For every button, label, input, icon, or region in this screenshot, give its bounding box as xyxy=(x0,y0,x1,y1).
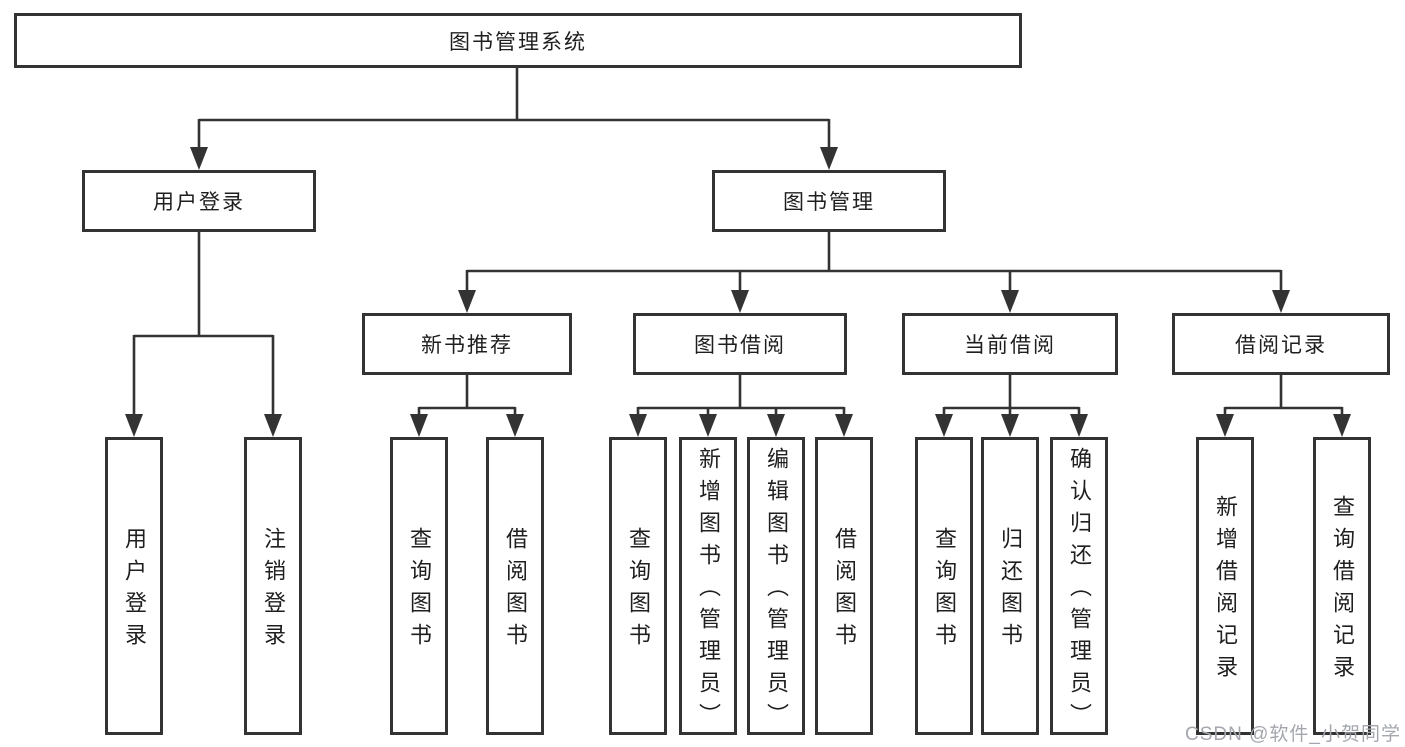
connector-userlogin-to-leaves xyxy=(125,232,282,437)
connector-borrowing-to-leaves xyxy=(629,375,853,437)
node-book-borrowing: 图书借阅 xyxy=(633,313,847,375)
leaf-logout: 注销登录 xyxy=(244,437,302,735)
connector-records-to-leaves xyxy=(1216,375,1351,437)
leaf-label: 查询图书 xyxy=(626,527,651,655)
node-label: 用户登录 xyxy=(153,191,245,214)
node-book-management: 图书管理 xyxy=(712,170,946,232)
leaf-query-borrow-record: 查询借阅记录 xyxy=(1313,437,1371,735)
node-root-system: 图书管理系统 xyxy=(14,13,1022,68)
leaf-label: 新增借阅记录 xyxy=(1213,495,1238,687)
connector-root-to-level2 xyxy=(190,68,838,170)
leaf-label: 借阅图书 xyxy=(832,527,857,655)
leaf-label: 确认归还（管理员） xyxy=(1067,447,1092,735)
leaf-label: 查询图书 xyxy=(932,527,957,655)
node-label: 图书借阅 xyxy=(694,334,786,357)
leaf-user-login: 用户登录 xyxy=(105,437,163,735)
node-user-login: 用户登录 xyxy=(82,170,316,232)
node-label: 借阅记录 xyxy=(1235,334,1327,357)
node-borrowing-records: 借阅记录 xyxy=(1172,313,1390,375)
leaf-query-books-borrowing: 查询图书 xyxy=(609,437,667,735)
leaf-borrow-books-newbooks: 借阅图书 xyxy=(486,437,544,735)
leaf-query-books-current: 查询图书 xyxy=(915,437,973,735)
node-label: 图书管理系统 xyxy=(449,30,587,54)
leaf-label: 注销登录 xyxy=(261,527,286,655)
connector-newbooks-to-leaves xyxy=(410,375,524,437)
connector-current-to-leaves xyxy=(935,375,1088,437)
node-label: 图书管理 xyxy=(783,191,875,214)
node-current-borrowing: 当前借阅 xyxy=(902,313,1118,375)
leaf-add-books-admin: 新增图书（管理员） xyxy=(679,437,737,735)
node-new-book-recommend: 新书推荐 xyxy=(362,313,572,375)
leaf-confirm-return-admin: 确认归还（管理员） xyxy=(1050,437,1108,735)
connector-bookmgmt-to-level3 xyxy=(458,232,1290,313)
leaf-edit-books-admin: 编辑图书（管理员） xyxy=(747,437,805,735)
leaf-label: 归还图书 xyxy=(998,527,1023,655)
leaf-label: 用户登录 xyxy=(122,527,147,655)
leaf-query-books-newbooks: 查询图书 xyxy=(390,437,448,735)
csdn-watermark: CSDN @软件_小贺同学 xyxy=(1185,724,1401,745)
leaf-label: 查询借阅记录 xyxy=(1330,495,1355,687)
leaf-borrow-books-borrowing: 借阅图书 xyxy=(815,437,873,735)
leaf-label: 查询图书 xyxy=(407,527,432,655)
leaf-label: 借阅图书 xyxy=(503,527,528,655)
leaf-return-books: 归还图书 xyxy=(981,437,1039,735)
node-label: 新书推荐 xyxy=(421,334,513,357)
leaf-label: 编辑图书（管理员） xyxy=(764,447,789,735)
leaf-add-borrow-record: 新增借阅记录 xyxy=(1196,437,1254,735)
node-label: 当前借阅 xyxy=(964,334,1056,357)
leaf-label: 新增图书（管理员） xyxy=(696,447,721,735)
